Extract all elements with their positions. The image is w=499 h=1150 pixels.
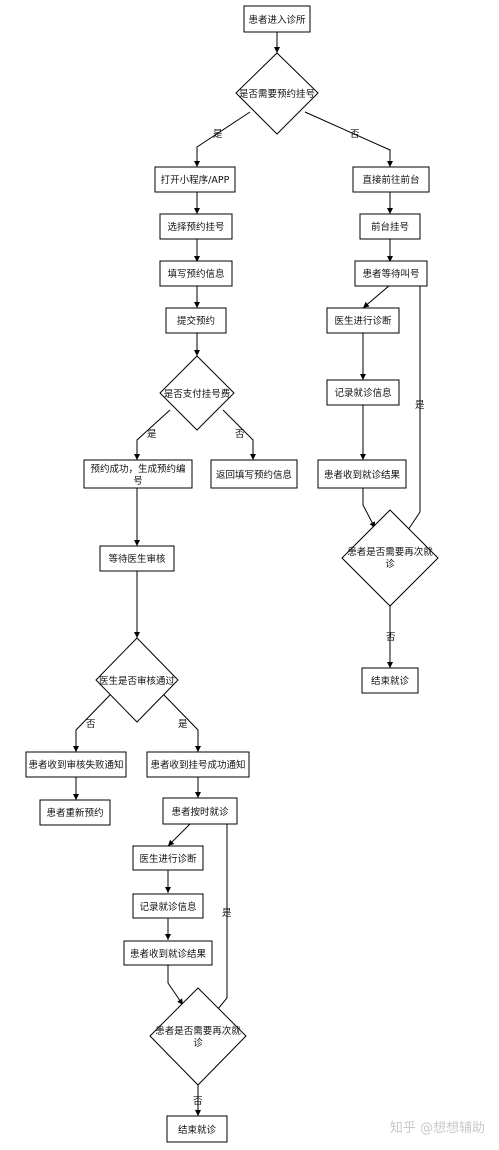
node-again-right-line1: 患者是否需要再次就 [347,546,433,558]
node-open-app: 打开小程序/APP [161,174,230,186]
node-go-front-box [352,166,430,193]
edge-label-no-1: 否 [350,129,360,140]
edge-label-yes-5: 是 [415,400,425,411]
process-boxes [25,5,430,1143]
node-front-reg-box [359,213,421,240]
edge-label-yes-2: 是 [147,429,157,440]
node-again-left-line2: 诊 [193,1037,203,1049]
node-reject-notice-box [25,751,127,778]
node-texts: 患者进入诊所 是否需要预约挂号 打开小程序/APP 选择预约挂号 填写预约信息 … [28,14,433,1136]
node-record-right: 记录就诊信息 [334,387,391,399]
node-result-right-box [317,459,407,489]
node-wait-call: 患者等待叫号 [362,268,419,280]
node-submit: 提交预约 [177,315,215,327]
node-reappoint: 患者重新预约 [46,807,103,819]
node-select-reg: 选择预约挂号 [167,221,224,233]
node-success-line1: 预约成功，生成预约编 [90,463,185,475]
node-front-reg: 前台挂号 [371,221,409,233]
edge-label-yes-3: 是 [178,719,188,730]
node-on-time-box [162,797,238,825]
node-doctor-right-box [326,307,400,334]
edge-label-yes-4: 是 [222,908,232,919]
node-success-notice-box [146,751,250,778]
node-wait-review: 等待医生审核 [108,553,166,565]
node-go-front: 直接前往前台 [362,174,419,186]
node-fill-info-box [159,260,233,287]
node-doctor-left-box [132,845,204,871]
edge-label-no-3: 否 [86,719,96,730]
node-review-passed: 医生是否审核通过 [99,675,176,687]
node-wait-review-box [99,545,175,572]
decision-diamonds [95,52,439,1086]
node-paid-diamond [159,355,235,431]
edge-label-yes-1: 是 [213,129,223,140]
node-again-right-line2: 诊 [385,558,395,570]
node-wait-call-box [354,260,428,287]
node-need-appointment: 是否需要预约挂号 [239,88,315,100]
node-return-fill-box [210,459,298,489]
node-need-appointment-diamond [235,52,319,135]
node-end-left-box [166,1115,228,1143]
node-paid: 是否支付挂号费 [164,388,231,400]
edge-labels: 是 否 是 否 否 是 是 否 是 否 [86,129,425,1107]
node-result-left-box [123,940,213,966]
node-result-right: 患者收到就诊结果 [324,469,401,481]
node-record-left: 记录就诊信息 [139,901,196,913]
watermark: 知乎 @想想辅助 [389,1121,485,1136]
node-again-left-line1: 患者是否需要再次就 [155,1025,241,1037]
node-again-right-diamond [341,509,439,607]
edge-label-no-5: 否 [386,632,396,643]
edge-label-no-2: 否 [235,429,245,440]
node-reappoint-box [39,799,111,826]
node-on-time: 患者按时就诊 [171,806,229,818]
node-select-reg-box [159,213,233,240]
node-start-box [243,5,311,33]
node-record-right-box [326,379,400,406]
node-open-app-box [154,166,236,193]
node-reject-notice: 患者收到审核失败通知 [28,759,123,771]
node-doctor-left: 医生进行诊断 [139,853,197,865]
node-review-passed-diamond [95,637,179,723]
edge-label-no-4: 否 [193,1096,203,1107]
node-success-line2: 号 [133,476,143,487]
node-return-fill: 返回填写预约信息 [216,469,292,481]
node-doctor-right: 医生进行诊断 [334,315,392,327]
node-again-left-diamond [149,987,247,1086]
node-success-notice: 患者收到挂号成功通知 [150,759,245,771]
node-start: 患者进入诊所 [248,14,306,26]
node-fill-info: 填写预约信息 [167,268,224,280]
node-record-left-box [132,893,204,919]
node-submit-box [165,307,227,334]
node-end-right: 结束就诊 [371,675,410,687]
node-success-box [83,459,193,489]
node-end-left: 结束就诊 [178,1124,217,1136]
node-result-left: 患者收到就诊结果 [130,948,207,960]
node-end-right-box [361,667,419,694]
